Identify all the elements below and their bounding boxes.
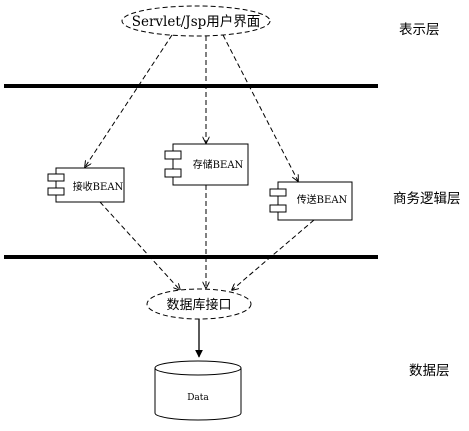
edge-ui-to-receive	[85, 34, 173, 167]
component-storage-label: 存储BEAN	[193, 158, 244, 171]
edge-transfer-to-interface	[232, 219, 315, 290]
layer-label-data: 数据层	[409, 363, 450, 379]
edge-receive-to-interface	[99, 201, 180, 290]
layer-label-presentation: 表示层	[399, 22, 440, 38]
component-receive-label: 接收BEAN	[73, 180, 124, 193]
component-transfer-label: 传送BEAN	[297, 193, 348, 206]
database-label: Data	[187, 393, 209, 403]
db-interface-label: 数据库接口	[166, 297, 231, 313]
database-cylinder: Data	[154, 360, 242, 421]
component-transfer-bean: 传送BEAN	[269, 181, 353, 221]
component-receive-bean: 接收BEAN	[47, 167, 125, 203]
ui-node-label: Servlet/Jsp用户界面	[132, 13, 261, 30]
component-storage-bean: 存储BEAN	[164, 143, 249, 186]
edge-ui-to-transfer	[222, 34, 298, 181]
layer-label-business: 商务逻辑层	[393, 191, 461, 207]
ui-node-ellipse	[121, 5, 271, 37]
